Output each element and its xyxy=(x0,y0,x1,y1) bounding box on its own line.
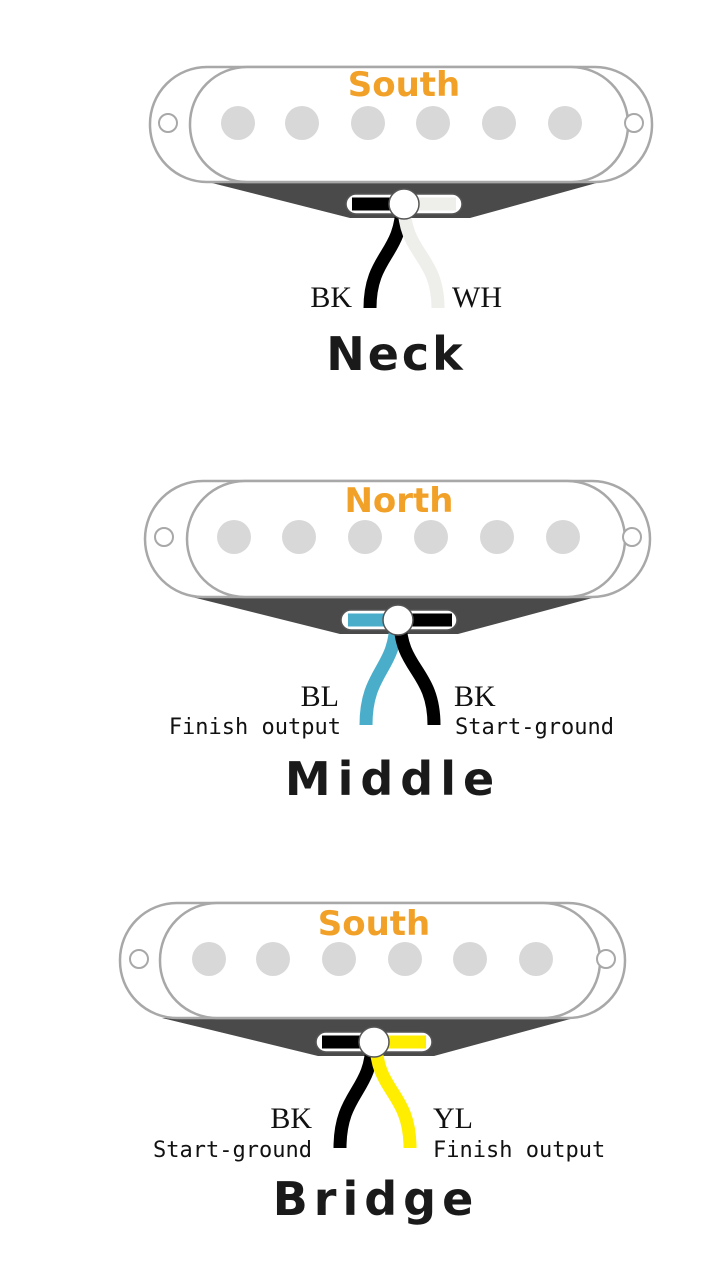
mounting-hole-left xyxy=(129,949,149,969)
pole-piece xyxy=(256,942,290,976)
pole-piece xyxy=(322,942,356,976)
wire-description-right: Start-ground xyxy=(455,715,614,740)
pole-piece xyxy=(217,520,251,554)
mounting-hole-right xyxy=(596,949,616,969)
wire-black xyxy=(352,197,409,309)
wire-junction xyxy=(388,188,420,220)
pickup-bridge: South BK Start-ground YL Finish output B… xyxy=(118,901,627,1226)
wire-description-left: Finish output xyxy=(169,715,341,740)
pole-piece xyxy=(482,106,516,140)
wire-white xyxy=(397,197,456,309)
wire-description-left: Start-ground xyxy=(153,1138,312,1163)
pole-piece xyxy=(348,520,382,554)
pole-piece xyxy=(388,942,422,976)
pole-piece xyxy=(414,520,448,554)
pole-piece xyxy=(282,520,316,554)
pickup-middle: North BL Finish output BK Start-ground M… xyxy=(143,479,652,806)
wire-code-left: BK xyxy=(310,281,352,314)
pickup-position-label: Bridge xyxy=(273,1172,480,1226)
mounting-hole-right xyxy=(624,113,644,133)
wire-description-right: Finish output xyxy=(433,1138,605,1163)
pole-piece xyxy=(519,942,553,976)
pickup-position-label: Middle xyxy=(285,752,501,806)
pole-piece xyxy=(192,942,226,976)
wire-junction xyxy=(358,1026,390,1058)
pole-piece xyxy=(480,520,514,554)
pole-pieces xyxy=(217,520,580,554)
wire-junction xyxy=(382,604,414,636)
pole-piece xyxy=(548,106,582,140)
pole-piece xyxy=(546,520,580,554)
wire-code-right: YL xyxy=(433,1102,473,1135)
pole-piece xyxy=(416,106,450,140)
mounting-hole-left xyxy=(154,527,174,547)
mounting-hole-left xyxy=(158,113,178,133)
mounting-hole-right xyxy=(622,527,642,547)
pole-piece xyxy=(351,106,385,140)
wire-yellow xyxy=(369,1035,426,1149)
pole-piece xyxy=(221,106,255,140)
pickup-neck: South BK WH Neck xyxy=(148,65,654,381)
polarity-label: South xyxy=(348,65,461,105)
wire-black xyxy=(322,1035,379,1149)
wire-code-right: WH xyxy=(452,281,502,314)
wire-code-right: BK xyxy=(454,680,496,713)
pole-pieces xyxy=(192,942,553,976)
polarity-label: South xyxy=(318,904,431,944)
pickup-position-label: Neck xyxy=(326,327,466,381)
polarity-label: North xyxy=(344,481,453,521)
pole-piece xyxy=(285,106,319,140)
wire-code-left: BL xyxy=(301,680,339,713)
pole-piece xyxy=(453,942,487,976)
wire-black xyxy=(393,613,452,726)
wire-blue xyxy=(348,613,403,726)
pole-pieces xyxy=(221,106,582,140)
wire-code-left: BK xyxy=(270,1102,312,1135)
